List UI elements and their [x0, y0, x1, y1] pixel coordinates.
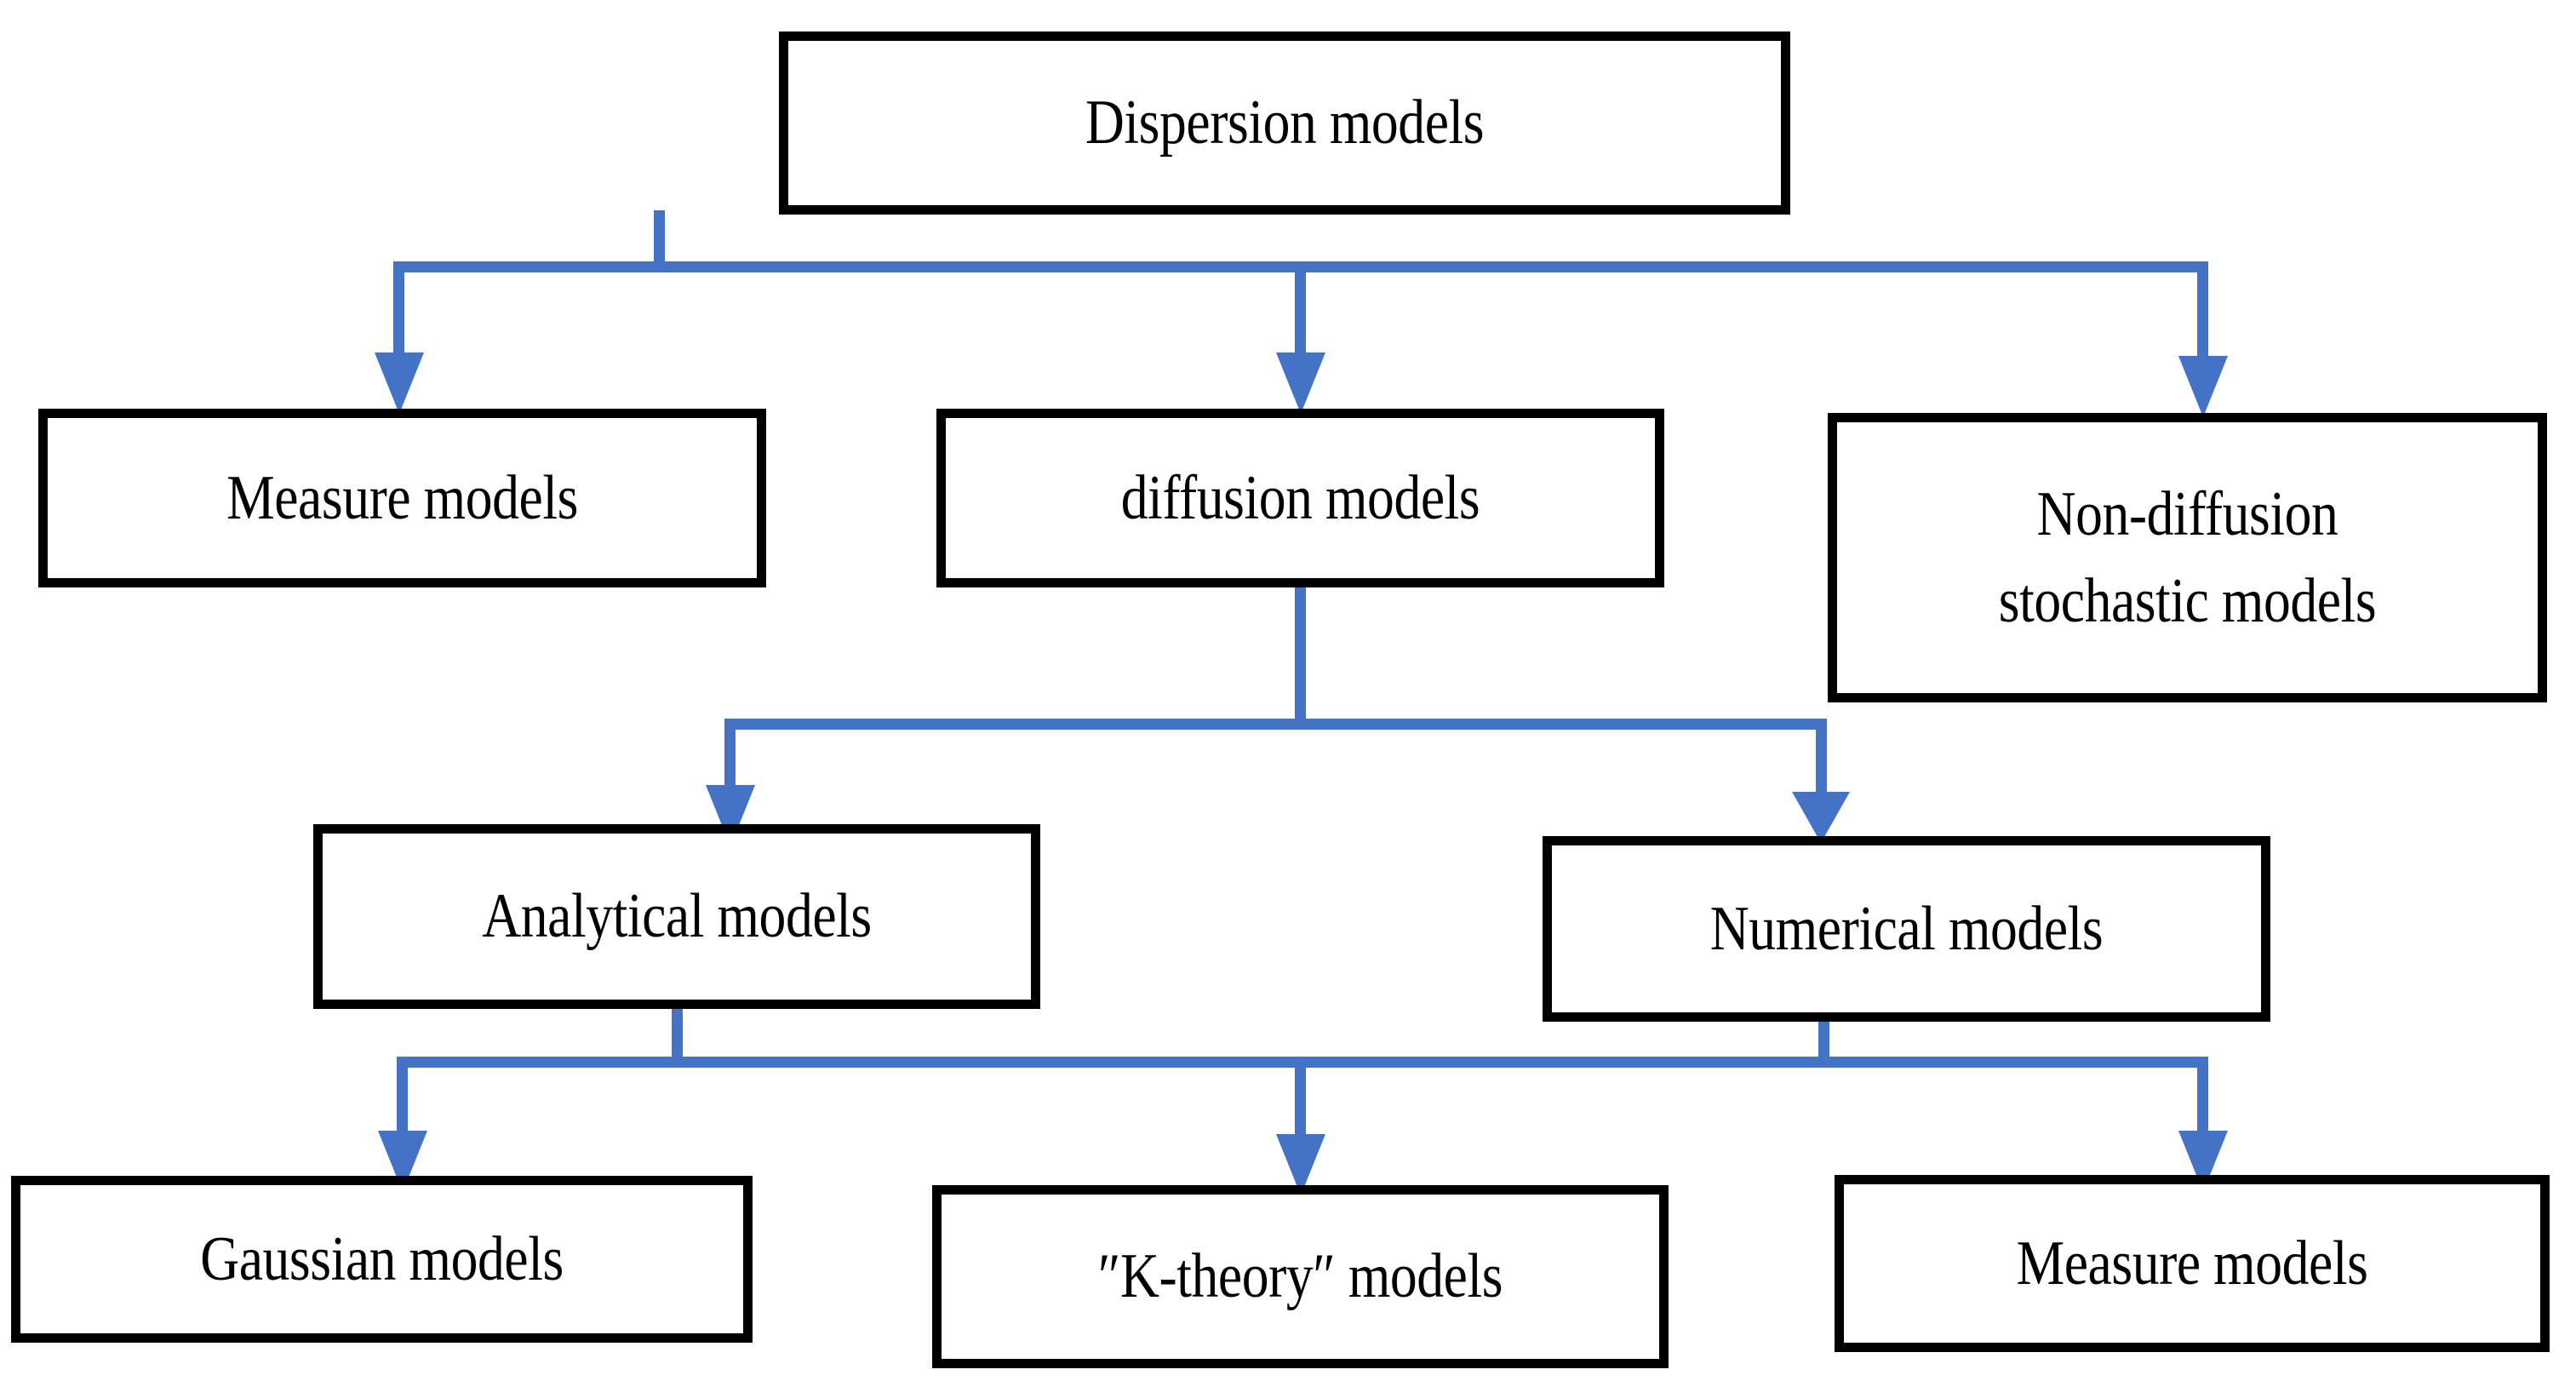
connector-drop-diffusion-models — [1295, 266, 1306, 358]
node-label-diffusion-models: diffusion models — [1120, 462, 1480, 533]
connector-stem-dispersion — [654, 210, 665, 272]
connector-stem-numerical — [1818, 1017, 1829, 1063]
node-label-measure-models-bottom: Measure models — [2016, 1228, 2368, 1298]
node-dispersion-models[interactable]: Dispersion models — [779, 32, 1790, 215]
connector-stem-analytical — [672, 1005, 683, 1063]
connector-drop-k-theory-models — [1295, 1062, 1306, 1140]
connector-drop-measure-models-bottom — [2197, 1062, 2208, 1137]
node-numerical-models[interactable]: Numerical models — [1543, 836, 2270, 1022]
node-label-k-theory-models: ″K-theory″ models — [1097, 1241, 1503, 1312]
connector-stem-diffusion — [1295, 583, 1306, 725]
node-measure-models-bottom[interactable]: Measure models — [1835, 1175, 2550, 1352]
connector-bar-level2 — [724, 719, 1827, 730]
node-k-theory-models[interactable]: ″K-theory″ models — [932, 1185, 1669, 1368]
node-label-analytical-models: Analytical models — [482, 881, 872, 952]
connector-drop-numerical-models — [1816, 724, 1827, 805]
connector-drop-analytical-models — [724, 724, 736, 800]
arrow-head-non-diffusion — [2178, 356, 2228, 417]
node-diffusion-models[interactable]: diffusion models — [936, 409, 1664, 587]
arrow-head-numerical-models — [1792, 792, 1850, 843]
node-gaussian-models[interactable]: Gaussian models — [11, 1176, 753, 1343]
connector-drop-non-diffusion — [2197, 266, 2208, 362]
connector-drop-measure-models — [393, 266, 404, 358]
connector-drop-gaussian-models — [397, 1062, 408, 1137]
node-analytical-models[interactable]: Analytical models — [313, 824, 1040, 1009]
node-label-numerical-models: Numerical models — [1709, 893, 2104, 964]
node-label-measure-models: Measure models — [226, 462, 578, 533]
node-label-dispersion-models: Dispersion models — [1085, 88, 1485, 158]
node-label-gaussian-models: Gaussian models — [200, 1223, 564, 1294]
arrow-head-diffusion-models — [1276, 352, 1325, 414]
node-non-diffusion-stochastic[interactable]: Non-diffusion stochastic models — [1828, 413, 2547, 702]
node-label-non-diffusion-stochastic: Non-diffusion stochastic models — [1998, 478, 2377, 636]
node-measure-models[interactable]: Measure models — [38, 409, 766, 587]
arrow-head-measure-models — [375, 352, 424, 414]
